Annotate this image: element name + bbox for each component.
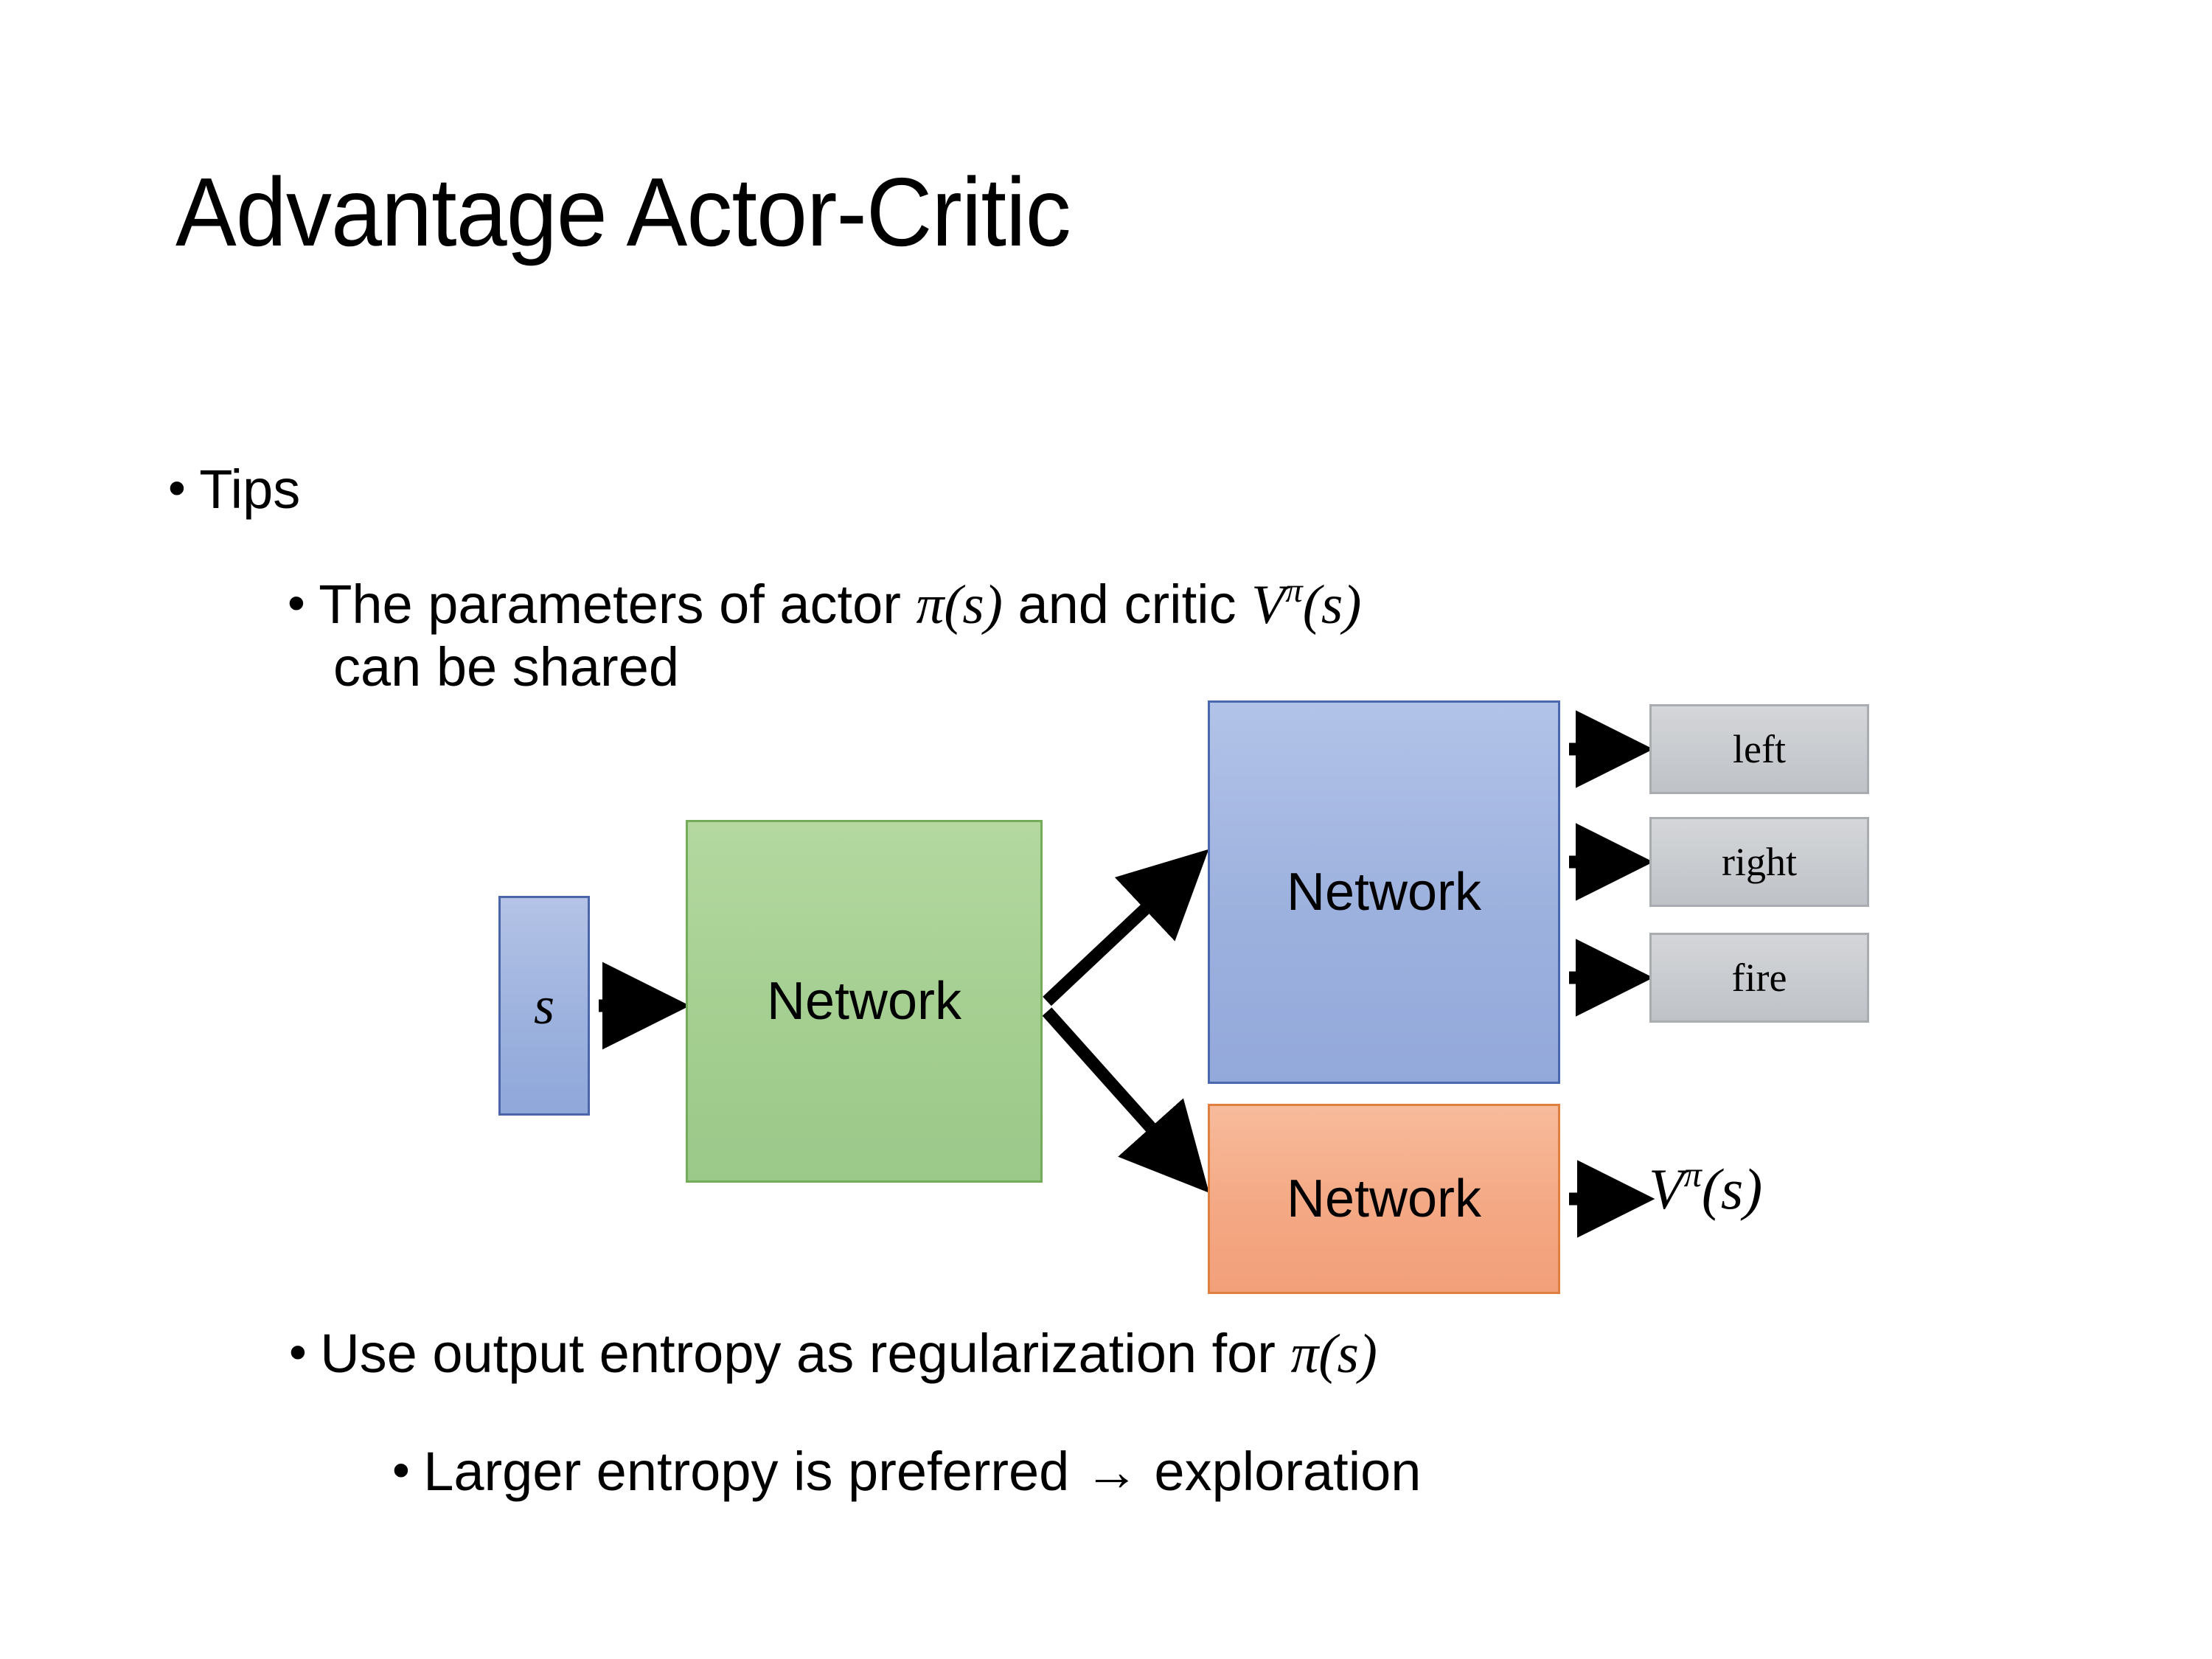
arrow-shared-to-actor-network: [1043, 849, 1209, 1006]
bullet-marker-icon: •: [289, 1324, 307, 1380]
bullet-entropy-label: Use output entropy as regularization for: [320, 1323, 1291, 1384]
shared-network-box[interactable]: Network: [686, 820, 1043, 1183]
action-box-fire[interactable]: fire: [1649, 933, 1869, 1023]
bullet-shared-mid: and critic: [1002, 574, 1252, 635]
bullet-larger-label: Larger entropy is preferred → exploratio…: [423, 1441, 1422, 1502]
value-output-argument: (s): [1701, 1156, 1763, 1221]
actor-network-box[interactable]: Network: [1208, 700, 1560, 1084]
page-title: Advantage Actor-Critic: [175, 158, 1071, 266]
bullet-entropy-regularization: •Use output entropy as regularization fo…: [289, 1323, 1377, 1386]
value-output-base: V: [1649, 1156, 1684, 1221]
bullet-larger-entropy: •Larger entropy is preferred → explorati…: [392, 1441, 1421, 1503]
shared-network-label: Network: [766, 972, 962, 1031]
bullet-marker-icon: •: [392, 1441, 410, 1498]
math-policy-pi: π(s): [916, 574, 1003, 636]
bullet-tips-label: Tips: [199, 459, 301, 520]
arrow-shared-to-critic-network: [1042, 1007, 1209, 1193]
state-input-box[interactable]: s: [498, 896, 590, 1116]
action-label-fire: fire: [1731, 956, 1787, 1000]
value-function-output: Vπ(s): [1649, 1155, 1762, 1222]
bullet-shared-parameters: •The parameters of actor π(s) and critic…: [288, 571, 1947, 698]
math-v-argument: (s): [1302, 574, 1362, 636]
bullet-tips: •Tips: [168, 459, 300, 521]
critic-network-label: Network: [1286, 1169, 1482, 1228]
state-input-label: s: [533, 975, 555, 1035]
value-output-superscript: π: [1683, 1155, 1702, 1194]
bullet-marker-icon: •: [168, 459, 186, 516]
action-box-left[interactable]: left: [1649, 704, 1869, 794]
action-label-right: right: [1722, 840, 1797, 884]
bullet-shared-prefix: The parameters of actor: [319, 574, 917, 635]
critic-network-box[interactable]: Network: [1208, 1104, 1560, 1294]
math-policy-pi: π(s): [1290, 1324, 1377, 1385]
actor-network-label: Network: [1286, 863, 1482, 922]
bullet-shared-line2: can be shared: [333, 636, 680, 698]
math-value-function: Vπ(s): [1251, 571, 1362, 636]
action-label-left: left: [1733, 727, 1786, 771]
math-v-superscript: π: [1285, 571, 1303, 610]
math-v-base: V: [1251, 574, 1286, 636]
bullet-marker-icon: •: [288, 574, 305, 631]
action-box-right[interactable]: right: [1649, 817, 1869, 907]
